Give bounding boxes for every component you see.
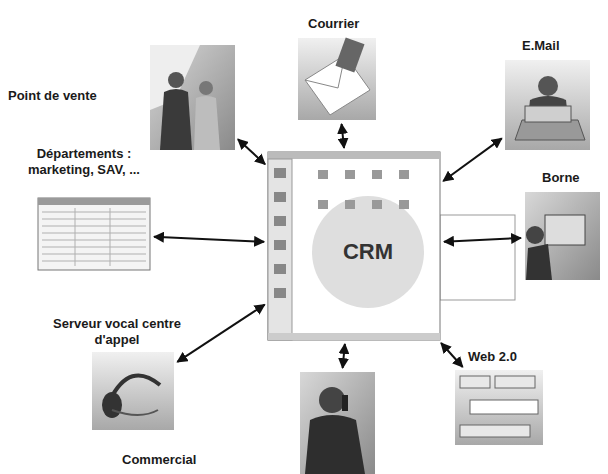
crm-screenshot [268, 152, 440, 340]
hub-title: CRM [343, 239, 393, 265]
channel-label: Borne [542, 170, 580, 186]
photo-frame [300, 372, 375, 474]
photo-frame [455, 370, 543, 445]
double-arrow [238, 139, 265, 164]
double-arrow [177, 305, 264, 362]
double-arrow [154, 237, 264, 242]
channel-label: E.Mail [522, 38, 560, 54]
channel-node: Borne [525, 170, 600, 280]
photo-headset [92, 352, 174, 430]
photo-mail [298, 37, 376, 120]
channel-node: E.Mail [505, 38, 590, 150]
photo-screen-table [38, 198, 150, 270]
channel-label: Courrier [308, 16, 359, 32]
window-frame [440, 215, 515, 300]
photo-frame [298, 38, 376, 120]
channel-label: Point de vente [8, 88, 97, 104]
double-arrow [441, 343, 463, 367]
photo-shop [150, 45, 235, 150]
channel-node: Courrier [298, 16, 376, 120]
channel-node: Commercial [122, 372, 375, 474]
channel-label: Départements : marketing, SAV, ... [18, 146, 150, 178]
photo-frame [525, 192, 600, 280]
photo-frame [92, 352, 174, 430]
photo-browser [455, 370, 543, 445]
channel-node: Web 2.0 [455, 349, 543, 445]
double-arrow [343, 344, 345, 368]
double-arrow [444, 238, 521, 242]
channel-label: Commercial [122, 452, 196, 468]
photo-frame [38, 198, 150, 270]
channel-node: Point de vente [8, 45, 235, 150]
photo-frame [505, 60, 590, 150]
photo-kiosk [525, 192, 600, 280]
photo-email [505, 60, 590, 150]
crm-hub: CRM [268, 152, 440, 340]
channel-node: Départements : marketing, SAV, ... [18, 146, 150, 270]
double-arrow [443, 138, 502, 181]
channel-label: Serveur vocal centre d'appel [50, 316, 184, 348]
photo-frame [150, 45, 235, 150]
double-arrow [342, 124, 344, 148]
channel-node: Serveur vocal centre d'appel [50, 316, 184, 430]
photo-salesman [300, 372, 375, 474]
channel-label: Web 2.0 [468, 349, 517, 365]
